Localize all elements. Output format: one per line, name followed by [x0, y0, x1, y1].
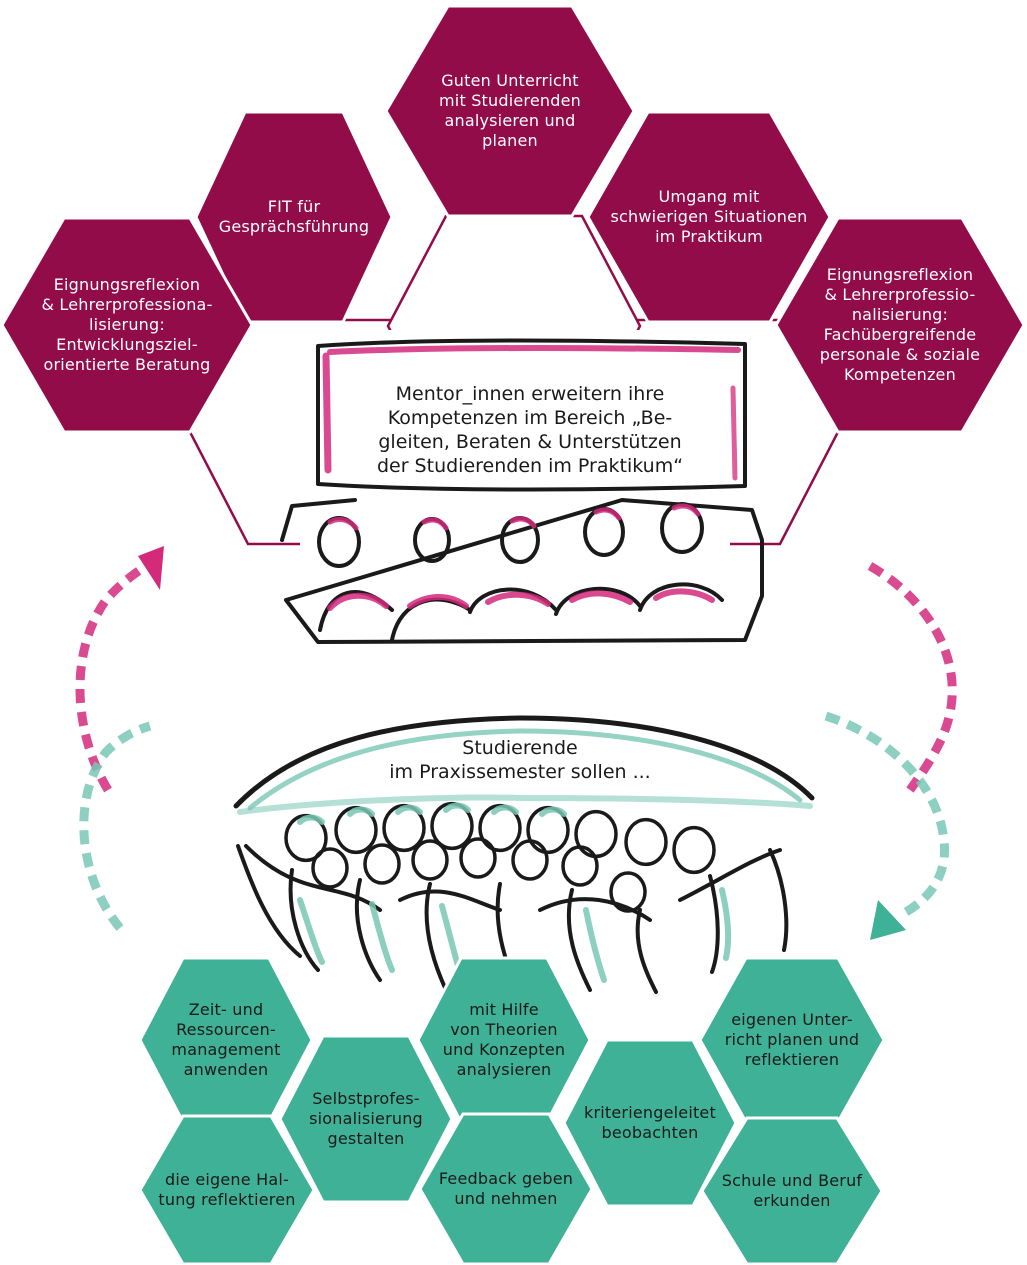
student-shade-4 [443, 802, 471, 813]
student-hex-haltung: die eigene Hal- tung reflektieren [138, 1114, 316, 1265]
student-head-14 [511, 839, 549, 881]
student-head-10 [311, 847, 349, 889]
student-body-6 [566, 888, 592, 992]
student-shades [297, 802, 732, 983]
student-hex-feedback: Feedback geben und nehmen [418, 1112, 594, 1265]
arrow-right-teal [824, 711, 949, 916]
student-shade-5 [491, 804, 519, 815]
arrow-left-magenta [75, 562, 149, 793]
arrow-left-teal [79, 721, 152, 931]
mentor-hex-umgang-label: Umgang mit schwierigen Situationen im Pr… [610, 187, 808, 246]
mentor-hex-umgang: Umgang mit schwierigen Situationen im Pr… [586, 110, 832, 324]
mentor-hex-eignung-right-label: Eignungsreflexion & Lehrerprofessio- nal… [819, 265, 981, 384]
student-hex-schule-label: Schule und Beruf erkunden [721, 1171, 863, 1210]
student-body-13 [678, 848, 782, 902]
student-shade-8 [369, 901, 395, 973]
mentor-banner-frame [316, 338, 747, 492]
student-head-9 [672, 825, 716, 875]
mentor-hex-eignung-left: Eignungsreflexion & Lehrerprofessiona- l… [0, 216, 254, 434]
student-hex-theorien: mit Hilfe von Theorien und Konzepten ana… [416, 956, 592, 1124]
student-body-10 [244, 844, 382, 912]
mentor-shoulder-shades [327, 588, 715, 611]
student-banner-base [237, 794, 813, 815]
student-shade-6 [539, 806, 567, 817]
student-shade-10 [583, 907, 607, 983]
mentor-group-drawing [280, 338, 764, 644]
mentor-hex-unterricht: Guten Unterricht mit Studierenden analys… [384, 4, 636, 218]
arrow-right-magenta [867, 562, 957, 793]
student-head-13 [459, 837, 497, 879]
student-body-4 [424, 882, 448, 992]
student-banner-text: Studierende im Praxissemester sollen ... [389, 737, 651, 783]
student-hex-kriterien-label: kriteriengeleitet beobachten [584, 1103, 716, 1142]
student-body-12 [538, 897, 652, 922]
student-head-12 [411, 839, 449, 881]
student-hex-schule: Schule und Beruf erkunden [700, 1116, 884, 1265]
student-body-2 [288, 868, 320, 972]
student-head-15 [561, 845, 599, 887]
student-hex-theorien-label: mit Hilfe von Theorien und Konzepten ana… [442, 1000, 566, 1079]
student-shade-7 [297, 897, 325, 965]
mentor-banner-shade-top [327, 345, 741, 355]
mentor-hex-eignung-right: Eignungsreflexion & Lehrerprofessio- nal… [774, 216, 1026, 434]
student-hex-eigenen: eigenen Unter- richt planen und reflekti… [698, 956, 886, 1124]
student-heads [284, 801, 716, 913]
student-body-11 [398, 889, 502, 912]
student-body-9 [768, 848, 789, 952]
arrow-right-teal-head [870, 900, 906, 940]
student-hex-haltung-label: die eigene Hal- tung reflektieren [158, 1170, 296, 1209]
student-hex-zeit-label: Zeit- und Ressourcen- management anwende… [171, 1000, 281, 1079]
student-hex-selbst-label: Selbstprofes- sionalisierung gestalten [309, 1089, 423, 1148]
student-head-11 [363, 843, 401, 885]
mentor-hex-fit: FIT für Gesprächsführung [194, 110, 394, 324]
student-body-3 [354, 878, 382, 982]
mentor-banner-text: Mentor_innen erweitern ihre Kompetenzen … [376, 383, 684, 477]
student-head-16 [609, 871, 647, 913]
student-bodies [236, 844, 789, 994]
student-shade-3 [395, 804, 423, 815]
mentor-head-shades [327, 503, 701, 531]
mentor-hex-fit-label: FIT für Gesprächsführung [218, 197, 370, 236]
mentor-hex-eignung-left-label: Eignungsreflexion & Lehrerprofessiona- l… [41, 275, 213, 374]
student-shade-2 [347, 806, 375, 817]
student-hex-zeit: Zeit- und Ressourcen- management anwende… [138, 956, 314, 1124]
student-head-8 [624, 817, 668, 867]
student-hex-kriterien: kriteriengeleitet beobachten [562, 1038, 738, 1208]
student-body-8 [708, 874, 720, 974]
student-body-7 [635, 908, 658, 994]
student-shade-11 [719, 887, 732, 961]
arrow-left-magenta-head [138, 546, 164, 590]
student-hex-selbst: Selbstprofes- sionalisierung gestalten [278, 1034, 454, 1204]
student-head-7 [574, 809, 618, 859]
student-hex-eigenen-label: eigenen Unter- richt planen und reflekti… [724, 1010, 860, 1069]
student-body-1 [236, 844, 302, 958]
mentor-hex-unterricht-label: Guten Unterricht mit Studierenden analys… [439, 71, 581, 150]
student-shade-1 [297, 814, 325, 825]
mentor-table [280, 498, 764, 644]
student-group-drawing [233, 715, 815, 994]
mentor-banner-shade-right [730, 385, 738, 481]
student-banner-shade [247, 728, 803, 811]
student-hex-feedback-label: Feedback geben und nehmen [438, 1169, 574, 1208]
mentor-banner-shade-left [322, 352, 332, 474]
cycle-arrows [75, 546, 957, 940]
student-banner-arc [233, 715, 815, 809]
